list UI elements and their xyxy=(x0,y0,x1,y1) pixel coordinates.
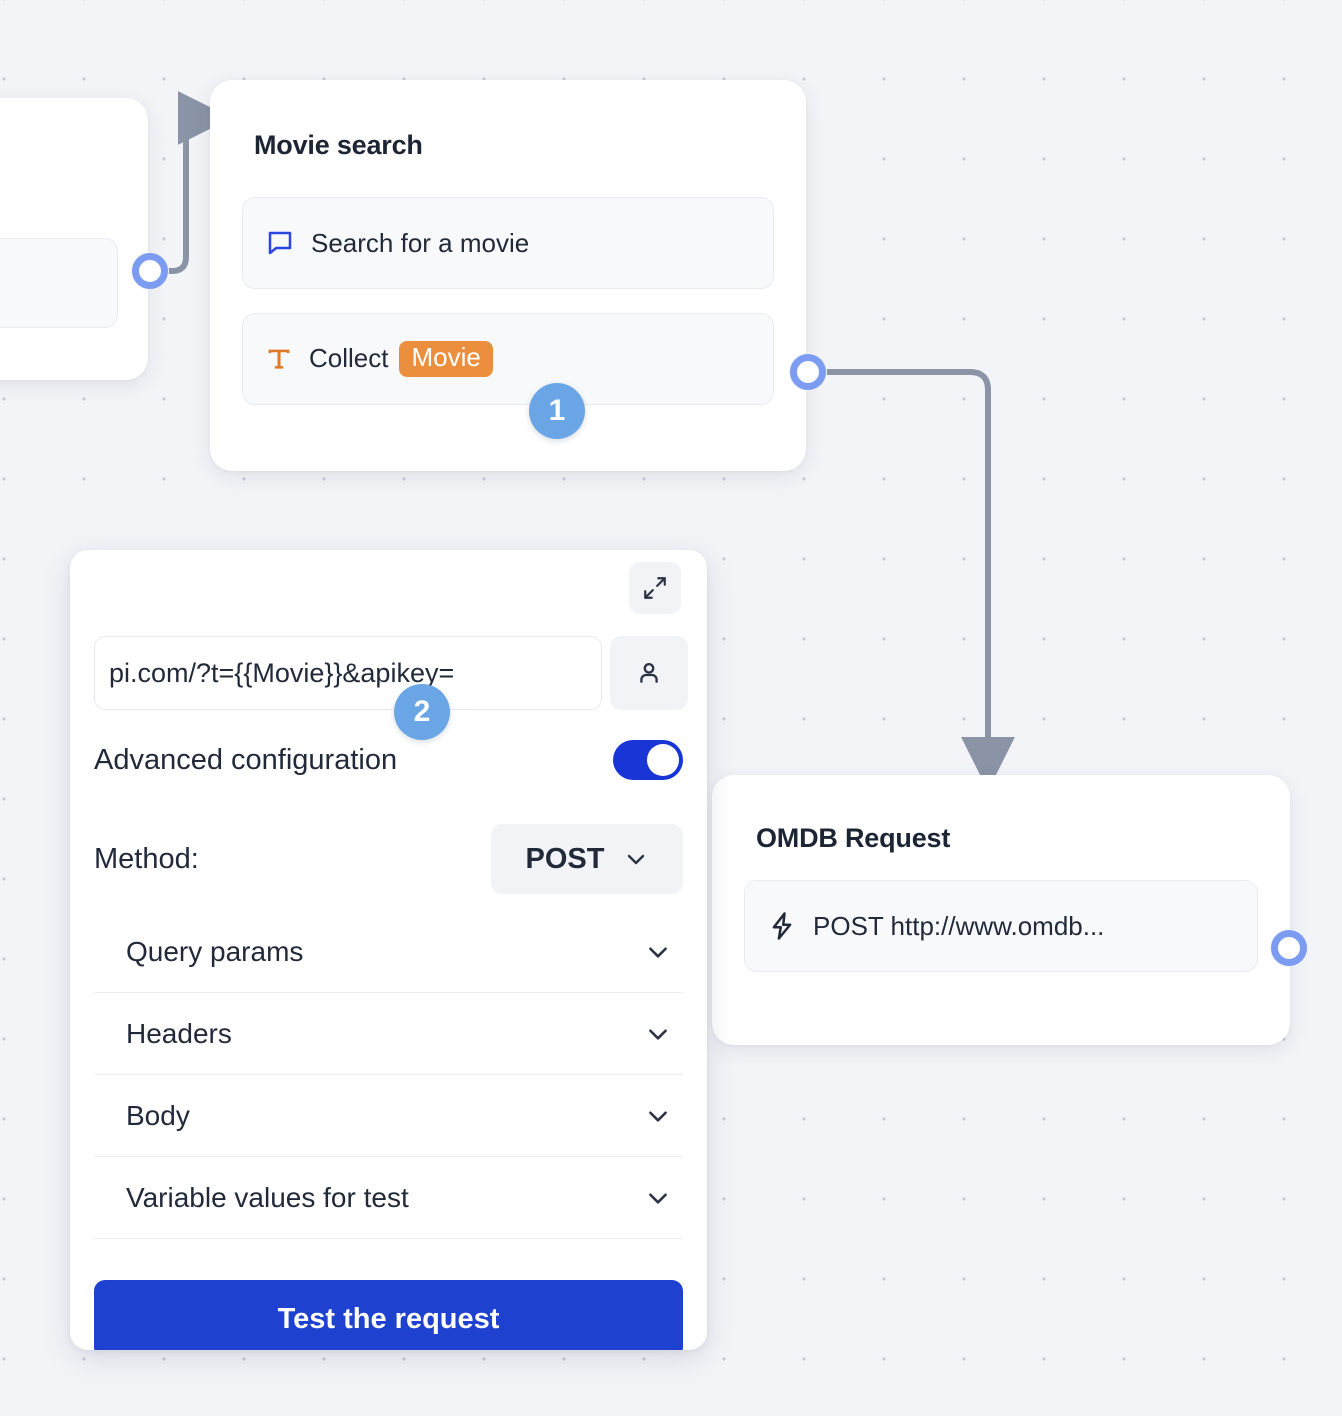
request-url-auth-button[interactable] xyxy=(610,636,688,710)
method-select[interactable]: POST xyxy=(491,824,683,894)
node-row-collect-movie[interactable]: Collect Movie xyxy=(242,313,774,405)
chevron-down-icon xyxy=(645,1021,671,1047)
collect-label: Collect xyxy=(309,343,389,374)
method-row: Method: POST xyxy=(94,824,683,894)
advanced-configuration-label: Advanced configuration xyxy=(94,743,398,776)
edge-left-to-movie xyxy=(155,91,232,274)
edge-movie-to-omdb xyxy=(825,369,1015,791)
node-row-post-request[interactable]: POST http://www.omdb... xyxy=(744,880,1258,972)
accordion-headers[interactable]: Headers xyxy=(94,993,683,1075)
node-row-search-for-a-movie[interactable]: Search for a movie xyxy=(242,197,774,289)
text-t-icon xyxy=(265,345,293,373)
chevron-down-icon xyxy=(645,939,671,965)
step-badge-1: 1 xyxy=(529,383,585,439)
omdb-request-title: OMDB Request xyxy=(756,823,951,853)
variable-chip[interactable]: Movie xyxy=(399,340,493,378)
omdb-request-node[interactable]: OMDB Request POST http://www.omdb... xyxy=(712,775,1290,1045)
advanced-configuration-toggle[interactable] xyxy=(613,740,683,780)
movie-search-node[interactable]: Movie search Search for a movie Collect xyxy=(210,80,806,471)
node-row-label: POST http://www.omdb... xyxy=(813,910,1105,941)
movie-search-title: Movie search xyxy=(254,130,423,160)
lightning-bolt-icon xyxy=(767,911,797,941)
partial-node-row xyxy=(0,238,118,328)
test-the-request-button[interactable]: Test the request xyxy=(94,1280,683,1350)
request-url-input[interactable]: pi.com/?t={{Movie}}&apikey= xyxy=(94,636,602,710)
connection-handle-movie-search[interactable] xyxy=(789,353,827,391)
advanced-configuration-row: Advanced configuration xyxy=(94,740,683,780)
expand-panel-button[interactable] xyxy=(629,562,681,614)
accordion-body[interactable]: Body xyxy=(94,1075,683,1157)
chevron-down-icon xyxy=(645,1103,671,1129)
omdb-request-rows: POST http://www.omdb... xyxy=(744,880,1258,972)
movie-search-rows: Search for a movie Collect Movie xyxy=(242,197,774,405)
partial-node-card[interactable] xyxy=(0,98,148,380)
accordion-variable-values-for-test[interactable]: Variable values for test xyxy=(94,1157,683,1239)
chevron-down-icon xyxy=(645,1185,671,1211)
chevron-down-icon xyxy=(624,847,648,871)
method-value: POST xyxy=(525,842,605,875)
request-config-panel[interactable]: pi.com/?t={{Movie}}&apikey= Advanced con… xyxy=(70,550,707,1350)
accordion-label: Query params xyxy=(126,935,304,967)
accordion-label: Headers xyxy=(126,1017,232,1049)
accordion-label: Variable values for test xyxy=(126,1181,409,1213)
accordion-list: Query params Headers Body xyxy=(94,911,683,1239)
node-row-label: Search for a movie xyxy=(311,227,530,258)
node-row-label: Collect Movie xyxy=(309,340,493,378)
connection-handle-omdb-request[interactable] xyxy=(1270,929,1308,967)
request-url-row: pi.com/?t={{Movie}}&apikey= xyxy=(94,636,688,710)
accordion-query-params[interactable]: Query params xyxy=(94,911,683,993)
method-label: Method: xyxy=(94,842,199,875)
accordion-label: Body xyxy=(126,1099,190,1131)
person-icon xyxy=(635,659,663,687)
expand-arrows-icon xyxy=(642,575,668,601)
chat-bubble-icon xyxy=(265,228,295,258)
step-badge-2: 2 xyxy=(394,684,450,740)
connection-handle-left-node[interactable] xyxy=(131,252,169,290)
